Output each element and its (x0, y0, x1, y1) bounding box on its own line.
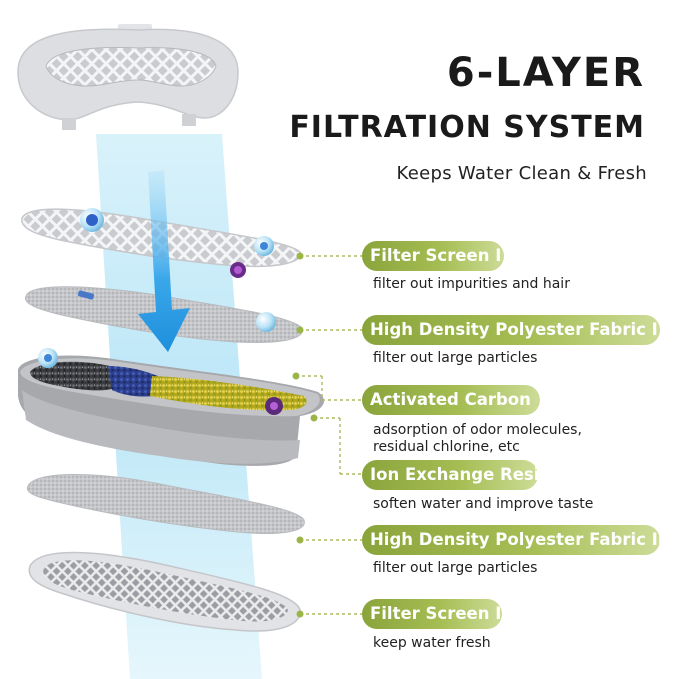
layer-desc-activated-carbon-line1: adsorption of odor molecules, (373, 422, 582, 438)
water-flow-arrow-icon (138, 170, 190, 352)
layer-label-activated-carbon: Activated Carbon (362, 385, 540, 415)
callout-dots (292, 252, 318, 618)
layer-label-ion-exchange-resin: Ion Exchange Resin (362, 460, 551, 490)
carbon-resin-tray (18, 355, 324, 466)
layer-desc-activated-carbon-line2: residual chlorine, etc (373, 439, 520, 455)
filter-cover-icon (17, 24, 239, 130)
layer-desc-filter-screen-1: filter out impurities and hair (373, 276, 570, 292)
layer-desc-filter-screen-2: keep water fresh (373, 635, 491, 651)
subtitle: Keeps Water Clean & Fresh (396, 163, 647, 184)
layer-label-polyester-fabric-2: High Density Polyester Fabric II (362, 525, 664, 555)
title-line-1: 6-LAYER (446, 50, 645, 96)
layer-label-filter-screen-2: Filter Screen II (362, 599, 508, 629)
polyester-fabric-2 (26, 474, 305, 534)
layer-desc-polyester-fabric-1: filter out large particles (373, 350, 538, 366)
callout-connectors (296, 255, 362, 615)
filter-screen-2 (28, 551, 301, 632)
layer-desc-polyester-fabric-2: filter out large particles (373, 560, 538, 576)
title-line-2: FILTRATION SYSTEM (289, 110, 645, 145)
bacteria-icon (38, 208, 283, 415)
layer-desc-ion-exchange-resin: soften water and improve taste (373, 496, 594, 512)
layer-label-filter-screen-1: Filter Screen I (362, 241, 504, 271)
layer-label-polyester-fabric-1: High Density Polyester Fabric I (362, 315, 660, 345)
